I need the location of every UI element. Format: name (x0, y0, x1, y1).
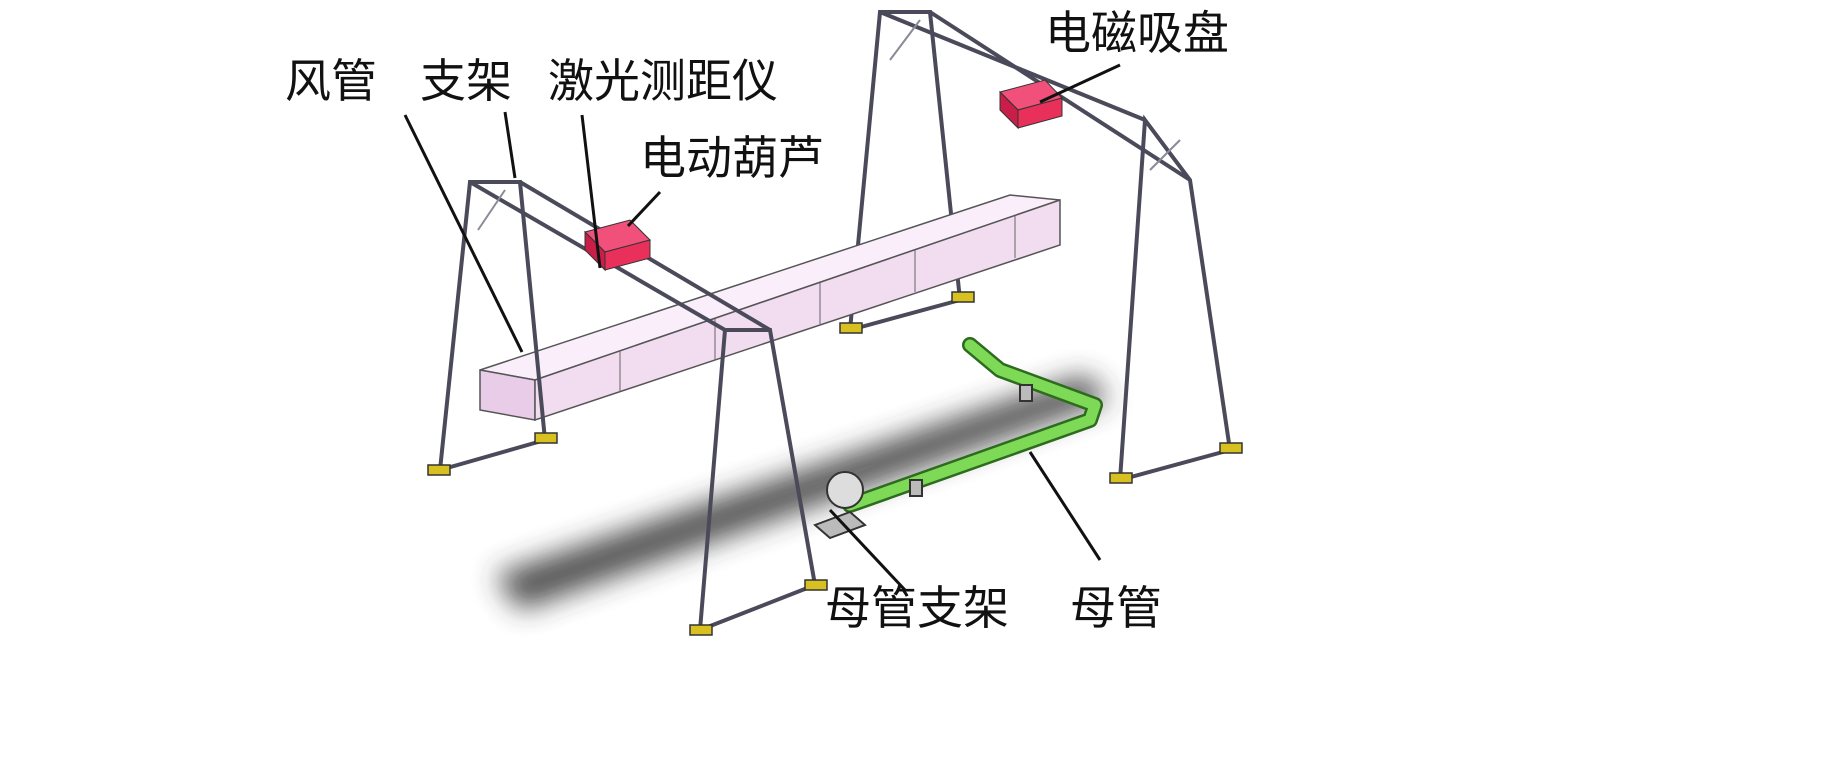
main-pipe-bracket (813, 384, 1033, 540)
label-laser-rangefinder: 激光测距仪 (548, 54, 778, 108)
duct (479, 194, 1061, 422)
leader-bracket (503, 111, 517, 179)
ground-shadow (495, 375, 1110, 610)
leader-pipe (1028, 451, 1102, 561)
leader-chuck (1039, 63, 1121, 104)
main-pipe (842, 337, 1103, 513)
label-electromagnetic-chuck: 电磁吸盘 (1045, 6, 1229, 60)
feet (427, 291, 1243, 636)
label-main-pipe: 母管 (1070, 581, 1162, 635)
leader-hoist (626, 190, 662, 228)
leader-pipe-bracket (828, 508, 907, 592)
label-electric-hoist: 电动葫芦 (640, 131, 824, 185)
leader-laser (580, 114, 602, 269)
back-gantry (848, 10, 1232, 482)
leader-duct (403, 114, 524, 353)
electromagnetic-chuck-hoist (999, 79, 1063, 130)
label-duct: 风管 (285, 54, 377, 108)
electric-hoist (584, 219, 651, 272)
label-bracket: 支架 (420, 54, 512, 108)
label-main-pipe-bracket: 母管支架 (825, 581, 1009, 635)
